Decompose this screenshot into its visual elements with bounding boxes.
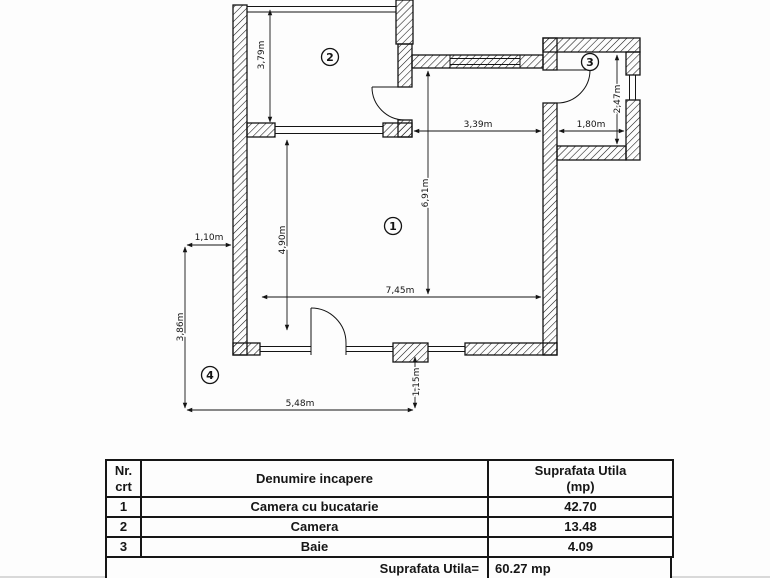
cell-name: Baie — [140, 536, 489, 558]
table-row: 1 Camera cu bucatarie 42.70 — [105, 496, 674, 518]
door-terrace — [310, 307, 347, 344]
wall-bottom-right — [464, 342, 558, 356]
dimension-1-10m: 1,10m — [186, 232, 232, 248]
door-room3 — [556, 69, 591, 104]
wall-room3-right-lower — [625, 99, 641, 161]
room-label-1: 1 — [383, 216, 403, 236]
doors — [310, 69, 591, 344]
wall-room3-right-upper — [625, 51, 641, 76]
svg-text:2: 2 — [326, 51, 334, 64]
total-value: 60.27 mp — [487, 558, 670, 578]
dimension-1-15m: 1,15m — [411, 356, 424, 409]
total-row: Suprafata Utila= 60.27 mp — [105, 556, 672, 578]
room-label-4: 4 — [200, 365, 220, 385]
table-row: 2 Camera 13.48 — [105, 516, 674, 538]
dim-label-6-91m: 6,91m — [421, 179, 431, 208]
wall-room2-bottom-right — [382, 122, 413, 138]
cell-area: 42.70 — [487, 496, 674, 518]
wall-bottom-pier — [392, 342, 429, 363]
cell-nr: 1 — [105, 496, 142, 518]
cell-nr: 3 — [105, 536, 142, 558]
header-nr-crt: Nr. crt — [105, 459, 142, 498]
windows — [247, 6, 640, 355]
cell-area: 4.09 — [487, 536, 674, 558]
dim-label-3-86m: 3,86m — [176, 313, 186, 342]
dimension-7-45m: 7,45m — [261, 285, 542, 300]
svg-text:1: 1 — [389, 220, 397, 233]
dimension-2-47m: 2,47m — [612, 54, 625, 145]
dim-label-1-80m: 1,80m — [577, 120, 606, 130]
door-room2 — [371, 86, 406, 121]
wall-chimney-block — [395, 0, 414, 45]
table-header-row: Nr. crt Denumire incapere Suprafata Util… — [105, 459, 674, 498]
room-labels: 1 2 3 4 — [200, 47, 600, 385]
svg-text:3: 3 — [586, 56, 594, 69]
room-label-3: 3 — [580, 52, 600, 72]
wall-room1-right-lower — [542, 102, 558, 356]
wall-room2-right-upper — [397, 43, 413, 88]
wall-room3-bottom — [556, 145, 627, 161]
dim-label-1-15m: 1,15m — [412, 368, 422, 397]
dim-label-3-79m: 3,79m — [257, 41, 267, 70]
total-label: Suprafata Utila= — [379, 561, 479, 576]
wall-left — [232, 4, 248, 356]
walls — [232, 0, 641, 363]
dim-label-4-90m: 4,90m — [278, 226, 288, 255]
svg-text:4: 4 — [206, 369, 214, 382]
dim-label-2-47m: 2,47m — [613, 85, 623, 114]
floor-plan-drawing: 3,79m 3,39m 1,80m 2,47m 6,91m 4,90m — [175, 0, 641, 413]
room-label-2: 2 — [320, 47, 340, 67]
header-nr-line1: Nr. — [114, 462, 133, 478]
dim-label-7-45m: 7,45m — [386, 286, 415, 296]
cell-name: Camera — [140, 516, 489, 538]
dimension-3-86m: 3,86m — [175, 246, 188, 409]
dimension-6-91m: 6,91m — [420, 70, 433, 295]
dimension-3-79m: 3,79m — [256, 9, 273, 123]
dimension-4-90m: 4,90m — [277, 139, 290, 331]
areas-table: Nr. crt Denumire incapere Suprafata Util… — [105, 459, 674, 558]
header-suprafata-line2: (mp) — [566, 478, 595, 494]
dimension-3-39m: 3,39m — [413, 119, 542, 134]
cell-nr: 2 — [105, 516, 142, 538]
dimension-5-48m: 5,48m — [186, 398, 414, 413]
cell-area: 13.48 — [487, 516, 674, 538]
dim-label-1-10m: 1,10m — [195, 233, 224, 243]
wall-room1-top — [411, 54, 544, 69]
cell-name: Camera cu bucatarie — [140, 496, 489, 518]
wall-room2-bottom-left — [246, 122, 276, 138]
dimension-1-80m: 1,80m — [558, 119, 625, 134]
header-denumire: Denumire incapere — [140, 459, 489, 498]
dim-label-5-48m: 5,48m — [286, 399, 315, 409]
table-row: 3 Baie 4.09 — [105, 536, 674, 558]
header-suprafata: Suprafata Utila (mp) — [487, 459, 674, 498]
dimensions: 3,79m 3,39m 1,80m 2,47m 6,91m 4,90m — [175, 9, 625, 413]
header-suprafata-line1: Suprafata Utila — [534, 462, 627, 478]
dim-label-3-39m: 3,39m — [464, 120, 493, 130]
wall-room3-top — [542, 37, 641, 53]
header-nr-line2: crt — [115, 478, 132, 494]
wall-bottom-left — [232, 342, 261, 356]
